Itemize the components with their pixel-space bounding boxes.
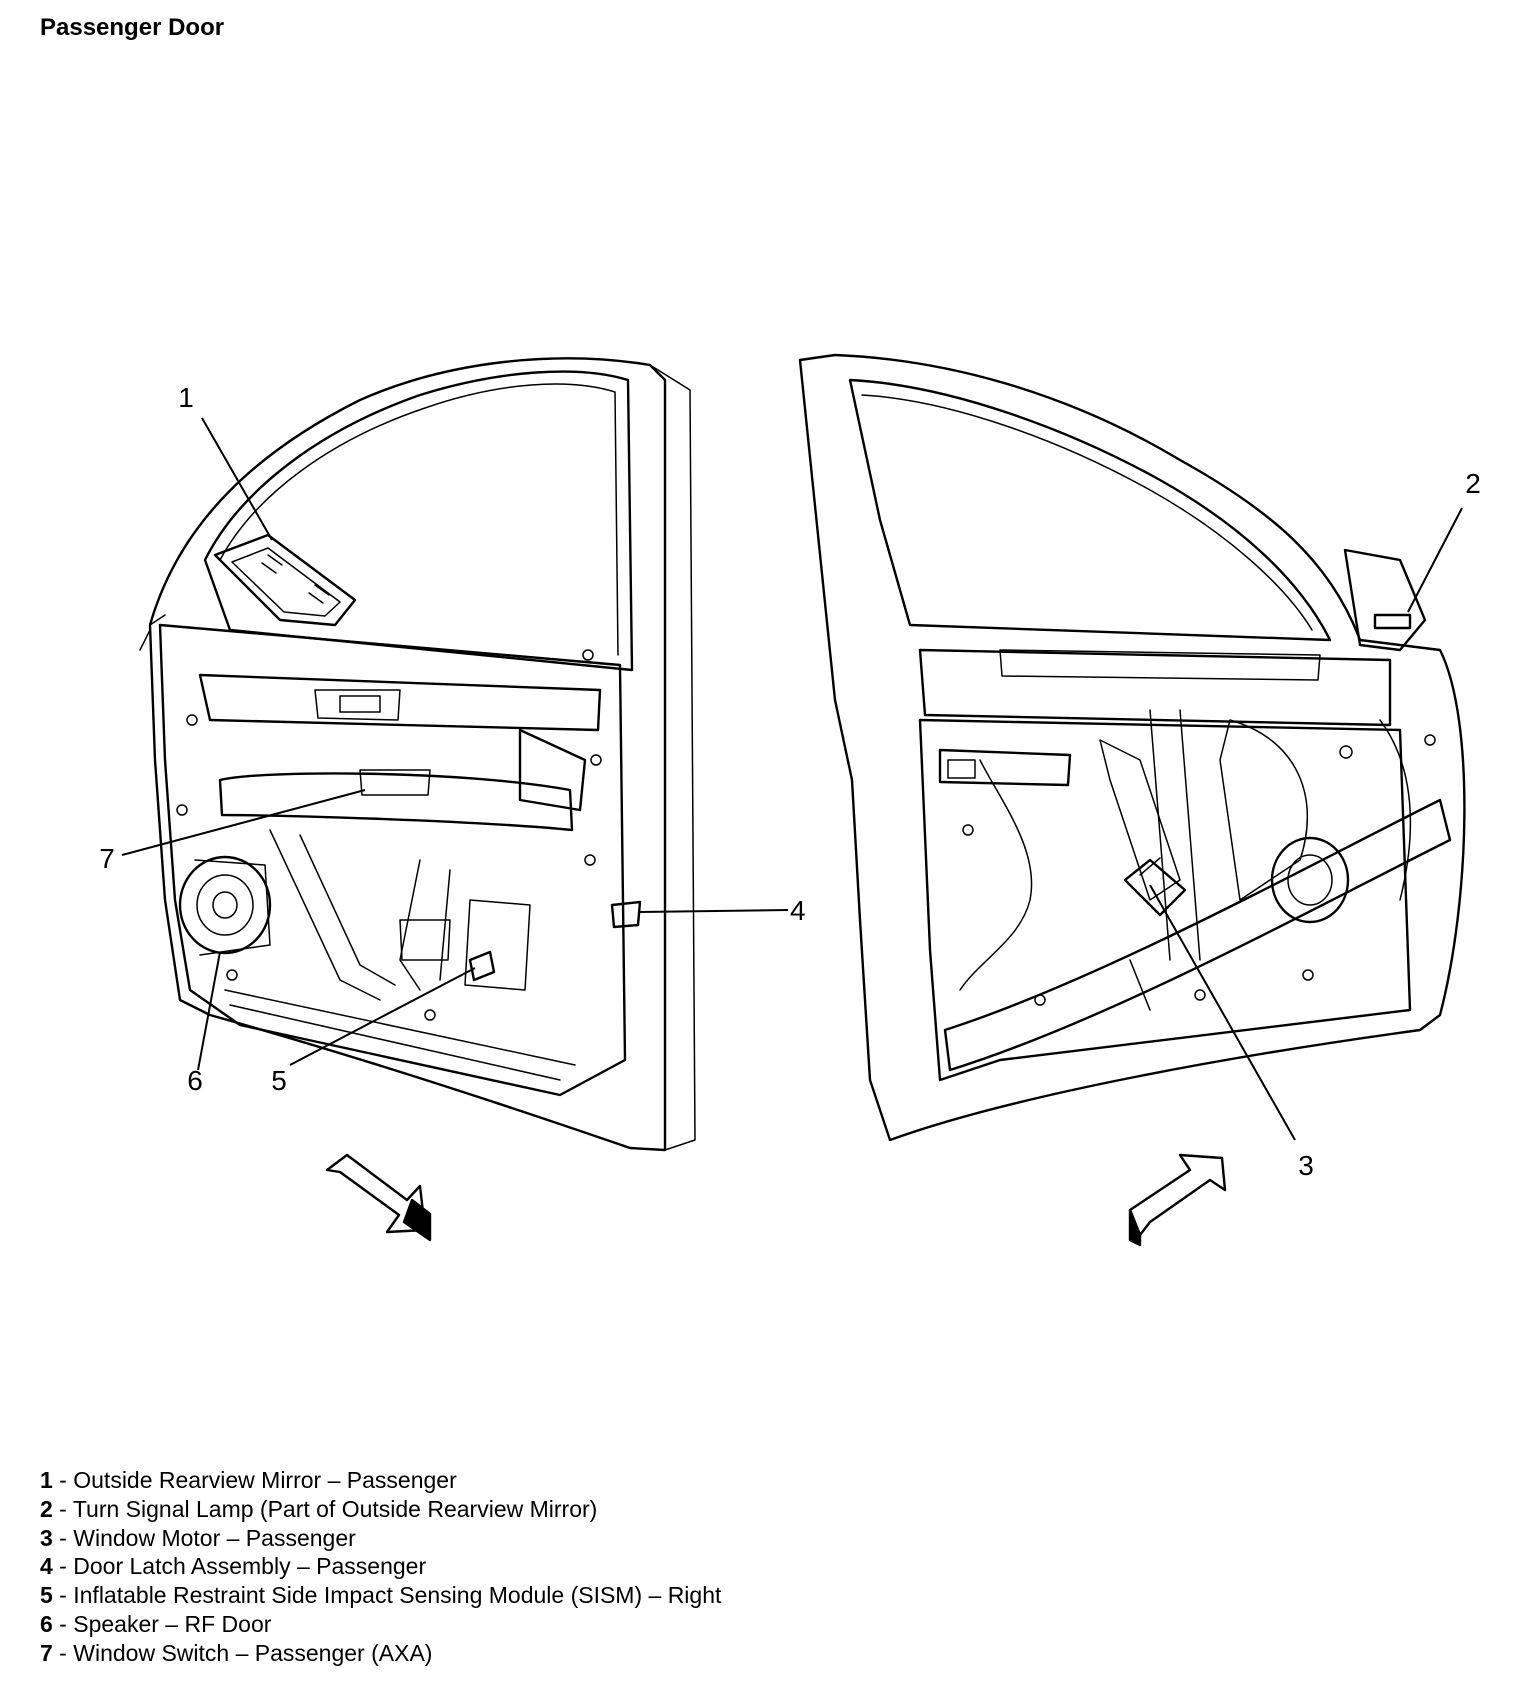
legend-separator: -: [52, 1610, 74, 1637]
leader-7: [121, 789, 366, 856]
legend-text: Turn Signal Lamp (Part of Outside Rearvi…: [72, 1495, 598, 1522]
legend-number: 5: [40, 1582, 53, 1609]
callout-2: 2: [1465, 468, 1481, 499]
right-door-illustration: [798, 353, 1466, 1142]
legend-text: Window Motor – Passenger: [73, 1524, 356, 1551]
leader-3: [1149, 884, 1296, 1141]
legend-separator: -: [52, 1524, 74, 1551]
legend-item: 1 - Outside Rearview Mirror – Passenger: [40, 1466, 721, 1495]
legend-separator: -: [52, 1495, 73, 1522]
legend-text: Door Latch Assembly – Passenger: [73, 1553, 427, 1580]
legend-number: 6: [40, 1610, 53, 1637]
callout-7: 7: [99, 843, 115, 874]
legend-separator: -: [52, 1639, 74, 1666]
page-title: Passenger Door: [40, 14, 225, 41]
legend-separator: -: [52, 1582, 74, 1609]
legend-number: 1: [40, 1467, 53, 1493]
legend-text: Speaker – RF Door: [73, 1610, 272, 1637]
callout-4: 4: [790, 895, 806, 926]
legend-number: 3: [40, 1524, 53, 1551]
leader-5: [289, 967, 476, 1066]
callout-6: 6: [187, 1065, 203, 1096]
front-arrow-left: [325, 1153, 432, 1242]
legend-text: Outside Rearview Mirror – Passenger: [73, 1467, 457, 1493]
leader-6: [197, 951, 221, 1071]
leader-2: [1407, 507, 1463, 613]
legend-item: 7 - Window Switch – Passenger (AXA): [40, 1639, 721, 1668]
legend-separator: -: [52, 1467, 74, 1493]
legend-item: 5 - Inflatable Restraint Side Impact Sen…: [40, 1581, 721, 1610]
legend-number: 7: [40, 1639, 53, 1666]
callout-3: 3: [1298, 1150, 1314, 1181]
legend-item: 2 - Turn Signal Lamp (Part of Outside Re…: [40, 1495, 721, 1524]
leader-1: [201, 417, 273, 541]
legend-text: Inflatable Restraint Side Impact Sensing…: [73, 1582, 722, 1609]
left-door-illustration: [139, 357, 696, 1152]
front-arrow-right: [1128, 1153, 1227, 1247]
legend-item: 6 - Speaker – RF Door: [40, 1610, 721, 1639]
leader-4: [639, 909, 789, 913]
legend-text: Window Switch – Passenger (AXA): [73, 1639, 433, 1666]
legend-number: 2: [40, 1495, 53, 1522]
legend-item: 4 - Door Latch Assembly – Passenger: [40, 1552, 721, 1581]
legend-item: 3 - Window Motor – Passenger: [40, 1524, 721, 1553]
callout-5: 5: [271, 1065, 287, 1096]
legend: 1 - Outside Rearview Mirror – Passenger …: [40, 1466, 721, 1668]
callout-1: 1: [178, 382, 194, 413]
legend-separator: -: [52, 1553, 74, 1580]
legend-number: 4: [40, 1553, 53, 1580]
